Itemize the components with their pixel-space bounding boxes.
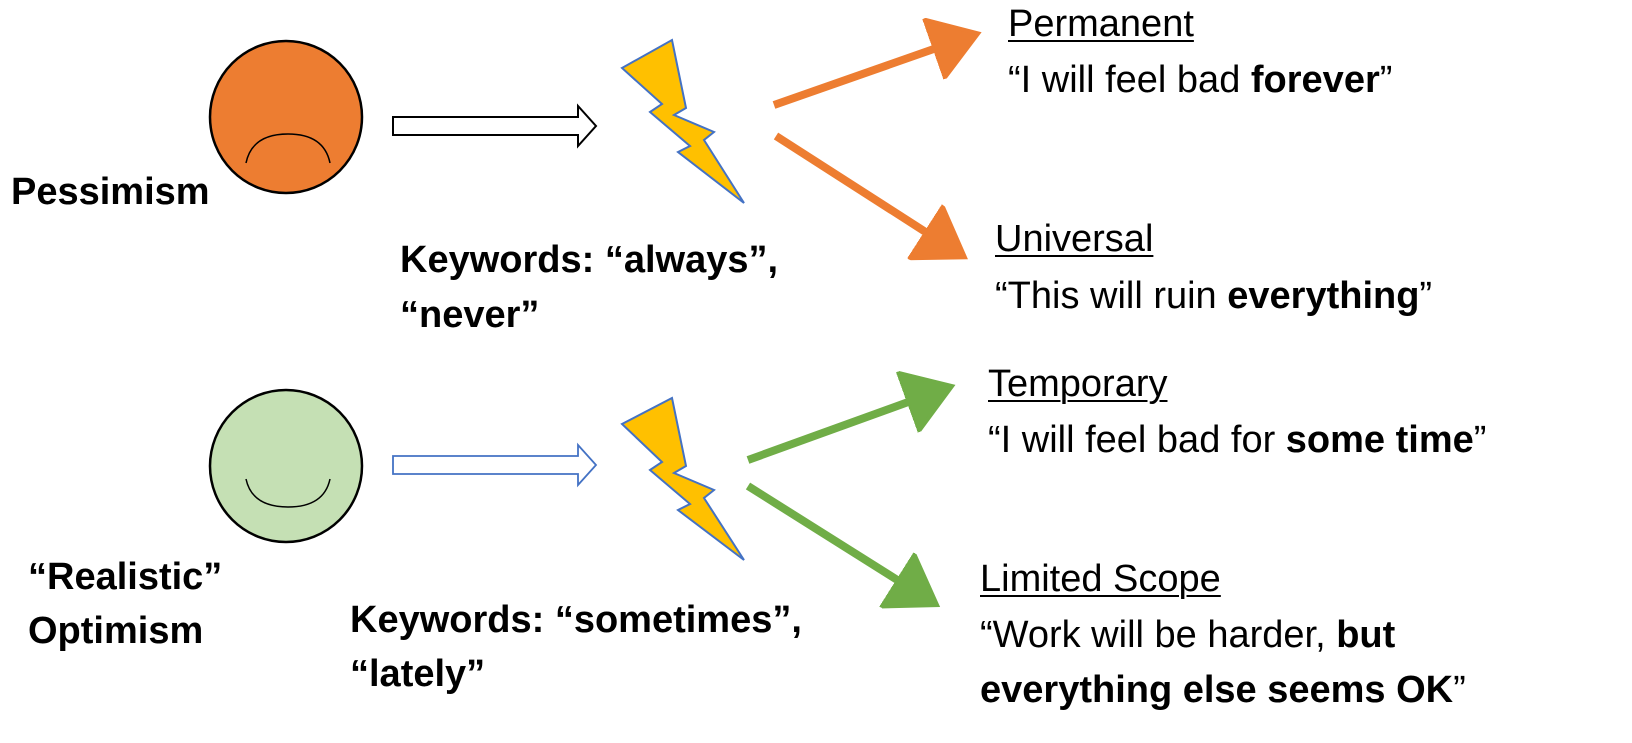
pessimism-keywords-line2: “never” [400, 294, 540, 336]
pessimism-face-icon [208, 39, 364, 195]
frown-mouth [245, 133, 331, 164]
temporary-arrow [746, 397, 922, 464]
universal-heading: Universal [995, 218, 1154, 260]
optimism-keywords-line1: Keywords: “sometimes”, [350, 599, 802, 641]
permanent-quote: “I will feel bad forever” [1008, 59, 1393, 101]
permanent-arrow [772, 44, 948, 109]
pessimism-block-arrow [392, 103, 598, 149]
optimism-lightning-icon [620, 396, 745, 561]
limited-scope-heading: Limited Scope [980, 558, 1221, 600]
optimism-face-icon [208, 388, 364, 544]
optimism-keywords-line2: “lately” [350, 653, 486, 695]
limited-scope-quote-line2: everything else seems OK” [980, 669, 1466, 711]
optimism-label-line2: Optimism [28, 610, 204, 652]
optimism-face-circle [208, 388, 364, 544]
universal-quote: “This will ruin everything” [995, 275, 1433, 317]
optimism-label-line1: “Realistic” [28, 556, 223, 598]
pessimism-face-circle [208, 39, 364, 195]
limited-scope-quote-line1: “Work will be harder, but [980, 614, 1396, 656]
temporary-quote: “I will feel bad for some time” [988, 419, 1487, 461]
pessimism-label: Pessimism [11, 171, 210, 213]
universal-arrow [773, 132, 938, 240]
permanent-heading: Permanent [1008, 3, 1194, 45]
pessimism-keywords-line1: Keywords: “always”, [400, 239, 779, 281]
smile-mouth [245, 478, 331, 508]
pessimism-lightning-icon [620, 38, 745, 204]
limited-scope-arrow [745, 482, 910, 588]
optimism-block-arrow [392, 442, 598, 488]
temporary-heading: Temporary [988, 363, 1168, 405]
